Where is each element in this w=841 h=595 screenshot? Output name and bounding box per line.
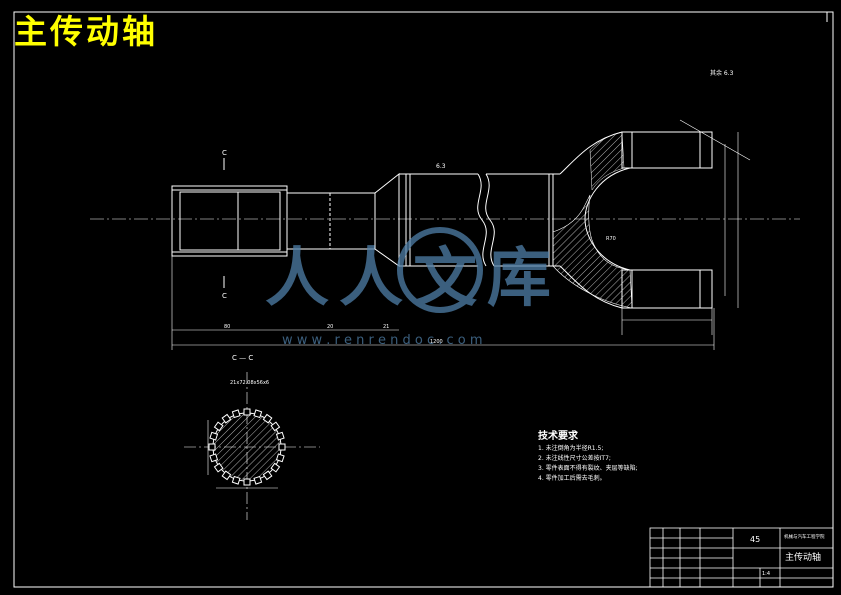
spline-tooth xyxy=(221,413,232,424)
spline-tooth xyxy=(243,478,251,486)
spline-tooth xyxy=(209,431,219,441)
spline-tooth xyxy=(262,470,273,481)
spline-tooth xyxy=(253,409,263,419)
spline-tooth xyxy=(275,453,285,463)
technical-requirements: 技术要求 1. 未注倒角为半径R1.5; 2. 未注线性尺寸公差按IT7; 3.… xyxy=(538,430,638,484)
section-mark-bottom: C xyxy=(222,292,227,300)
tech-req-item: 3. 零件表面不得有裂纹、夹层等缺陷; xyxy=(538,465,638,472)
spline-tooth xyxy=(221,470,232,481)
spline-tooth xyxy=(278,443,286,451)
dim-total-length: 1200 xyxy=(430,339,443,345)
section-cc-label: C — C xyxy=(232,354,253,362)
tech-req-item: 1. 未注倒角为半径R1.5; xyxy=(538,445,604,452)
spline-tooth xyxy=(231,409,241,419)
tech-req-item: 2. 未注线性尺寸公差按IT7; xyxy=(538,455,611,462)
section-mark-top: C xyxy=(222,149,227,157)
spline-tooth xyxy=(209,453,219,463)
dim-d1: 80 xyxy=(224,324,230,330)
watermark: 人人文库 w w w . r e n r e n d o c . c o m xyxy=(265,227,561,348)
roughness-top: 6.3 xyxy=(436,163,446,170)
title-block-school: 机械与汽车工程学院 xyxy=(784,533,825,540)
watermark-main: 人人文库 xyxy=(265,242,561,316)
dimensions xyxy=(171,119,751,350)
dim-d3: 21 xyxy=(383,324,389,330)
title-block-scale: 1:4 xyxy=(762,571,770,577)
spline-tooth xyxy=(253,475,263,485)
tech-req-item: 4. 零件加工后需去毛刺。 xyxy=(538,475,606,482)
section-cc-view xyxy=(184,372,320,520)
roughness-other: 其余 6.3 xyxy=(710,69,734,77)
spline-tooth xyxy=(243,408,251,416)
spline-tooth xyxy=(213,421,224,432)
outer-frame xyxy=(13,11,834,588)
spline-tooth xyxy=(270,462,281,473)
watermark-url: w w w . r e n r e n d o c . c o m xyxy=(282,333,483,348)
drawing-title: 主传动轴 xyxy=(14,12,158,51)
title-block xyxy=(649,527,834,588)
yoke-section-hatch xyxy=(552,194,633,309)
yoke-top-hatch xyxy=(589,131,625,191)
spline-tooth xyxy=(213,462,224,473)
dim-fillet: R70 xyxy=(606,236,616,242)
spline-tooth xyxy=(270,421,281,432)
tech-req-heading: 技术要求 xyxy=(538,431,578,442)
title-block-material: 45 xyxy=(750,535,760,544)
spline-tooth xyxy=(231,475,241,485)
title-block-part-name: 主传动轴 xyxy=(785,551,821,563)
spline-tooth xyxy=(262,413,273,424)
dim-d2: 20 xyxy=(327,324,333,330)
spline-note: 21x72.08x56x6 xyxy=(230,380,269,386)
spline-tooth xyxy=(275,431,285,441)
spline-tooth xyxy=(208,443,216,451)
